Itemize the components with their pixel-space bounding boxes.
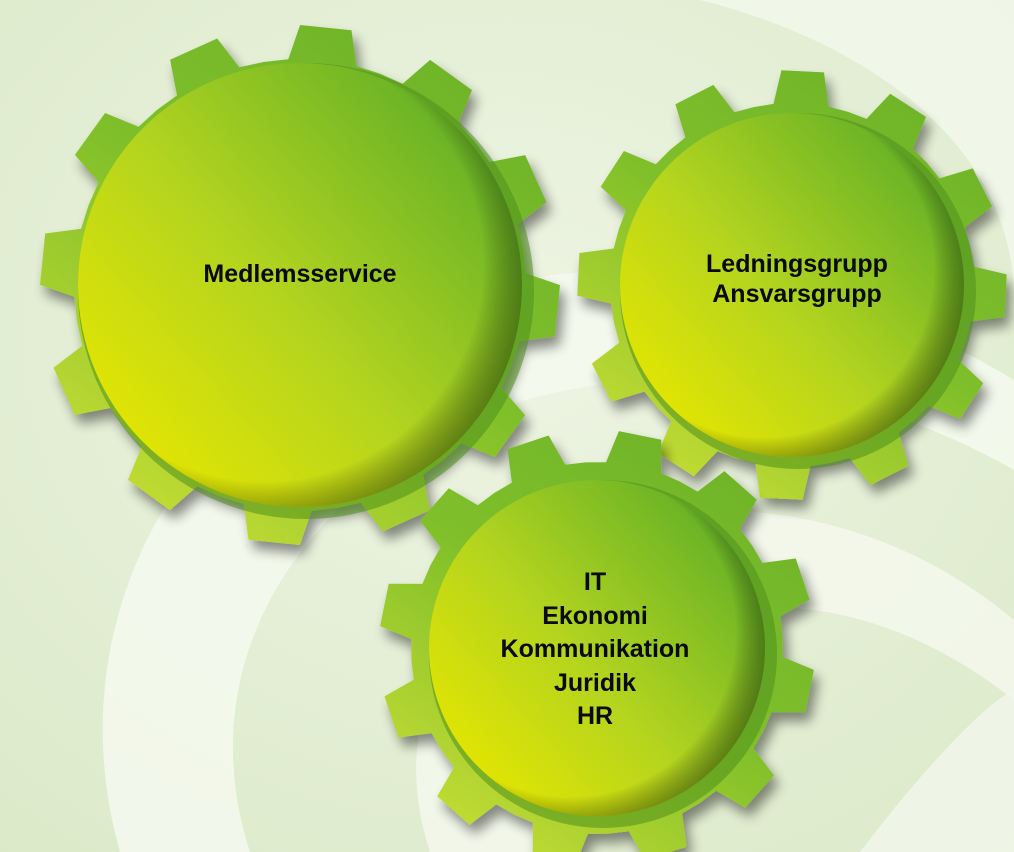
- gear-medlemsservice: [40, 25, 560, 545]
- gear-text-line: Kommunikation: [500, 635, 690, 663]
- gear-text-line: HR: [576, 702, 614, 730]
- swoosh-top-right: [700, 0, 1014, 300]
- gear-text-line: Medlemsservice: [203, 260, 397, 288]
- gear-face-shade: [78, 63, 522, 507]
- gear-label-ledningsgrupp: Ledningsgrupp Ansvarsgrupp: [632, 249, 962, 309]
- gear-stod: [380, 431, 814, 852]
- gear-label-stodfunktioner: IT Ekonomi Kommunikation Juridik HR: [430, 566, 760, 734]
- gear-text-line: Ekonomi: [542, 601, 648, 630]
- gear-text-line: Ansvarsgrupp: [712, 280, 882, 308]
- gear-text-line: Ledningsgrupp: [706, 250, 888, 278]
- gear-text-line: Juridik: [554, 668, 636, 697]
- gear-text-line: IT: [583, 568, 607, 596]
- swoosh-bottom-right: [860, 690, 1014, 852]
- gear-face-shade: [620, 113, 964, 457]
- gear-ledning: [577, 70, 1007, 500]
- gear-label-medlemsservice: Medlemsservice: [140, 259, 460, 289]
- gear-face-shade: [429, 480, 765, 816]
